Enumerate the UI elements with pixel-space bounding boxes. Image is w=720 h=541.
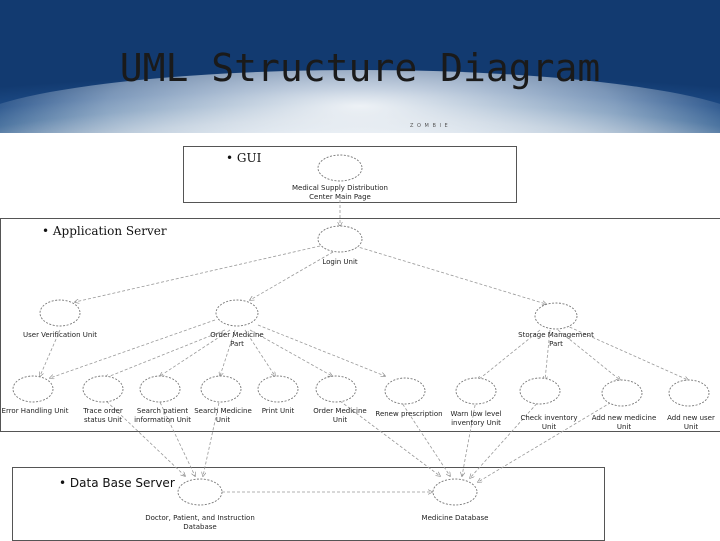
database-server-section-label: • Data Base Server	[59, 476, 175, 490]
node-login	[317, 225, 363, 253]
application-server-section-label: • Application Server	[42, 224, 167, 238]
edge-storage-addmed	[557, 329, 620, 380]
edge-omed-meddb	[335, 397, 440, 476]
edge-order-print	[244, 329, 275, 376]
edge-storage-warn	[478, 329, 541, 380]
label-user-verification: User Verification Unit	[23, 331, 97, 339]
node-storage-management	[534, 302, 578, 330]
edge-spatient-doctor	[157, 397, 195, 476]
header-banner: Z O M B I E	[0, 0, 720, 133]
edge-order-smed	[220, 329, 236, 376]
edge-login-order	[250, 251, 334, 300]
node-check-inventory	[519, 377, 561, 405]
node-main-page	[317, 154, 363, 182]
edge-trace-doctor	[102, 397, 185, 476]
label-doctor-db: Doctor, Patient, and Instruction Databas…	[145, 514, 255, 531]
edge-addmed-meddb	[478, 399, 616, 482]
label-add-medicine: Add new medicine Unit	[591, 414, 657, 431]
edge-storage-check	[545, 329, 551, 380]
label-add-user: Add new user Unit	[667, 414, 715, 431]
banner-caption: Z O M B I E	[410, 123, 449, 129]
edge-order-omed	[249, 329, 332, 376]
node-renew-prescription	[384, 377, 426, 405]
label-search-patient: Search patient information Unit	[134, 407, 191, 424]
node-search-patient	[139, 375, 181, 403]
edge-check-meddb	[470, 399, 541, 478]
application-server-box	[0, 218, 720, 432]
node-warn-low	[455, 377, 497, 405]
node-add-user	[668, 379, 710, 407]
label-trace-order: Trace order status Unit	[83, 407, 123, 424]
node-medicine-db	[432, 478, 478, 506]
label-main-page: Medical Supply Distribution Center Main …	[292, 184, 388, 201]
gui-box	[183, 146, 517, 203]
gui-section-label: • GUI	[226, 151, 262, 165]
edge-order-trace	[105, 329, 226, 378]
label-storage-management: Storage Management Part	[518, 331, 594, 348]
label-warn-low: Warn low level inventory Unit	[450, 410, 502, 427]
node-order-medicine-unit	[315, 375, 357, 403]
node-error-handling	[12, 375, 54, 403]
node-trace-order	[82, 375, 124, 403]
edge-renew-meddb	[399, 399, 450, 476]
edge-order-spatient	[160, 329, 231, 376]
edge-order-error	[50, 319, 216, 378]
page-title: UML Structure Diagram	[119, 46, 601, 90]
label-print: Print Unit	[261, 407, 295, 415]
label-medicine-db: Medicine Database	[421, 514, 489, 522]
label-order-medicine-part: Order Medicine Part	[210, 331, 264, 348]
label-search-medicine: Search Medicine Unit	[194, 407, 252, 424]
label-login: Login Unit	[322, 258, 358, 266]
node-add-medicine	[601, 379, 643, 407]
edge-login-userver	[75, 245, 321, 302]
node-search-medicine	[200, 375, 242, 403]
label-error-handling: Error Handling Unit	[1, 407, 69, 415]
edge-order-renew	[257, 324, 385, 376]
edge-warn-meddb	[462, 399, 477, 476]
node-user-verification	[39, 299, 81, 327]
node-order-medicine-part	[215, 299, 259, 327]
node-doctor-db	[177, 478, 223, 506]
node-print	[257, 375, 299, 403]
edge-smed-doctor	[203, 397, 221, 476]
label-order-medicine-unit: Order Medicine Unit	[313, 407, 367, 424]
edge-user-error	[40, 329, 61, 376]
label-renew-prescription: Renew prescription	[375, 410, 443, 418]
label-check-inventory: Check inventory Unit	[520, 414, 578, 431]
edge-login-storage	[354, 245, 546, 304]
edge-storage-adduser	[564, 324, 688, 380]
